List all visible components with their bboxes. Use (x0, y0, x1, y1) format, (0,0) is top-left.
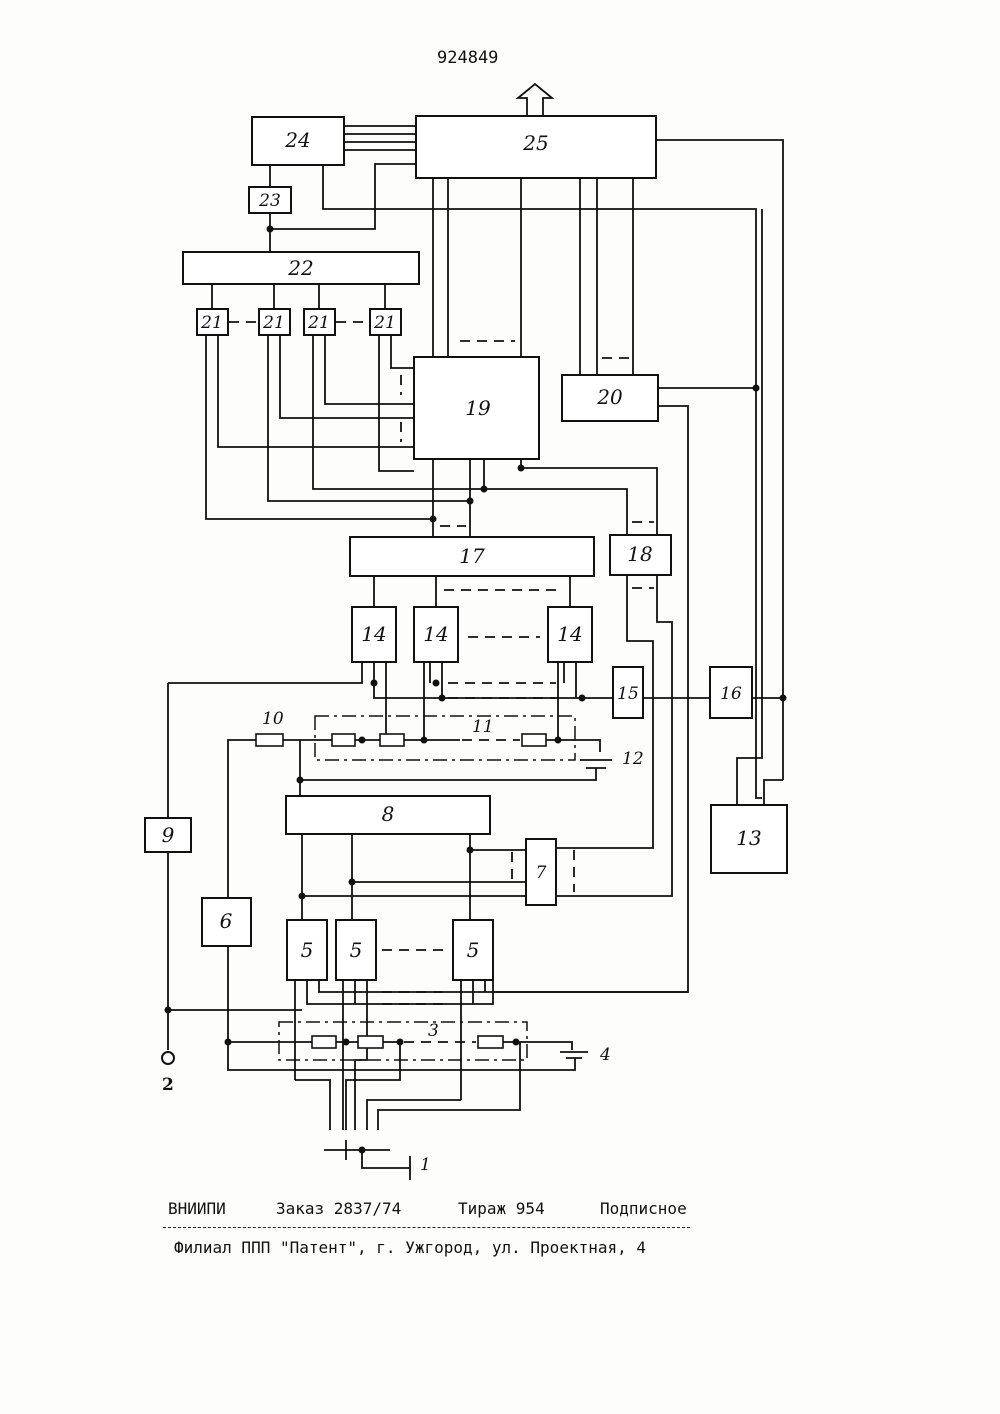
footer-subscription: Подписное (600, 1199, 687, 1218)
ground-1: 1 (295, 1042, 520, 1180)
circuit-diagram: 24 25 23 22 21 21 21 21 (0, 0, 1000, 1180)
block-21c-label: 21 (307, 313, 330, 333)
block-20-label: 20 (596, 385, 623, 409)
links-19-17-18 (433, 459, 657, 537)
block-25-label: 25 (522, 131, 548, 155)
block-24: 24 (252, 117, 344, 165)
block-14c-label: 14 (557, 622, 582, 646)
output-arrow (518, 84, 552, 116)
block-5a-label: 5 (301, 938, 314, 962)
block-7: 7 (526, 839, 556, 905)
block-6-label: 6 (220, 909, 233, 933)
terminal-2-bus: 2 (162, 852, 302, 1095)
block-5b-label: 5 (350, 938, 363, 962)
block-21d: 21 (370, 309, 401, 335)
block-13: 13 (711, 805, 787, 873)
block-21c: 21 (304, 309, 335, 335)
block-5a: 5 (287, 920, 327, 980)
block-16-label: 16 (720, 684, 742, 704)
block-18-label: 18 (627, 542, 652, 566)
links-21-22 (212, 284, 385, 322)
footer-org: ВНИИПИ (168, 1199, 226, 1218)
divider-3: 3 4 (228, 946, 611, 1070)
block-14a: 14 (352, 607, 396, 662)
block-15-label: 15 (617, 684, 639, 704)
footer-address: Филиал ППП "Патент", г. Ужгород, ул. Про… (174, 1238, 646, 1257)
ground-1-label: 1 (420, 1155, 431, 1175)
block-7-label: 7 (536, 863, 547, 883)
battery-4-label: 4 (599, 1045, 611, 1065)
block-9: 9 (145, 818, 191, 852)
block-15: 15 (613, 667, 643, 718)
block-23-label: 23 (258, 191, 281, 211)
terminal-2-label: 2 (162, 1075, 174, 1095)
block-19-label: 19 (465, 396, 491, 420)
block-21d-label: 21 (373, 313, 396, 333)
block-19: 19 (414, 357, 539, 459)
block-21b: 21 (259, 309, 290, 335)
footer-order: Заказ 2837/74 (276, 1199, 401, 1218)
block-21b-label: 21 (262, 313, 285, 333)
block-8: 8 (286, 796, 490, 834)
block-22: 22 (183, 252, 419, 284)
links-17-14 (374, 576, 570, 637)
bus-25-19-20 (433, 178, 633, 375)
block-17: 17 (350, 537, 594, 576)
resistor-10-label: 10 (262, 709, 284, 729)
block-5c: 5 (453, 920, 493, 980)
block-5b: 5 (336, 920, 376, 980)
battery-12-label: 12 (622, 749, 644, 769)
block-5c-label: 5 (467, 938, 480, 962)
block-16: 16 (710, 667, 752, 718)
block-8-label: 8 (382, 802, 395, 826)
block-13-label: 13 (736, 826, 761, 850)
block-14b-label: 14 (423, 622, 448, 646)
block-14c: 14 (548, 607, 592, 662)
block-21a: 21 (197, 309, 228, 335)
block-9-label: 9 (162, 823, 175, 847)
block-14a-label: 14 (361, 622, 386, 646)
block-21a-label: 21 (200, 313, 223, 333)
block-24-label: 24 (284, 128, 310, 152)
block-6: 6 (202, 898, 251, 946)
divider-3-label: 3 (428, 1021, 439, 1041)
footer-separator (163, 1227, 690, 1228)
terminal-2-circle (162, 1052, 174, 1064)
block-14b: 14 (414, 607, 458, 662)
block-18: 18 (610, 535, 671, 575)
block-17-label: 17 (459, 544, 485, 568)
divider-11-label: 11 (472, 717, 494, 737)
block-23: 23 (249, 187, 291, 213)
footer-circulation: Тираж 954 (458, 1199, 545, 1218)
block-22-label: 22 (287, 256, 313, 280)
block-25: 25 (416, 116, 656, 178)
block-20: 20 (562, 375, 658, 421)
